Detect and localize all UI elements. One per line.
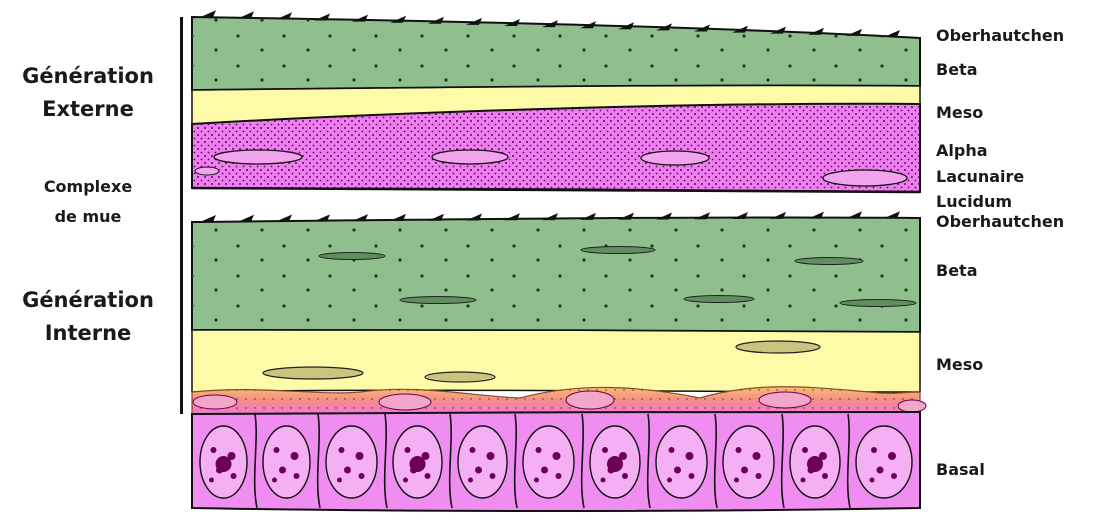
basal-cell-nucleus — [458, 426, 507, 498]
label-outer-meso: Meso — [936, 103, 983, 123]
chromatin-spot — [291, 452, 299, 460]
chromatin-spot — [279, 467, 286, 474]
chromatin-spot — [487, 452, 495, 460]
chromatin-spot — [756, 473, 762, 479]
label-outer-beta: Beta — [936, 60, 978, 80]
basal-cell-nucleus — [656, 426, 707, 498]
label-basal: Basal — [936, 460, 985, 480]
lacuna — [214, 150, 302, 164]
chromatin-spot — [231, 473, 237, 479]
label-outer-alpha: Alpha — [936, 141, 988, 161]
outer-beta-layer — [192, 17, 920, 90]
chromatin-spot — [274, 447, 280, 453]
chromatin-spot — [801, 478, 806, 483]
chromatin-spot — [356, 452, 364, 460]
chromatin-spot — [359, 473, 365, 479]
label-shedding-complex: Complexe de mue — [20, 172, 156, 232]
chromatin-spot — [602, 447, 608, 453]
chromatin-spot — [490, 473, 496, 479]
chromatin-spot — [475, 467, 482, 474]
label-internal-generation: Génération Interne — [12, 284, 164, 350]
chromatin-spot — [410, 456, 426, 472]
chromatin-spot — [553, 452, 561, 460]
chromatin-spot — [607, 456, 623, 472]
basal-cell-nucleus — [856, 426, 912, 498]
basal-cell-nucleus — [326, 426, 377, 498]
chromatin-spot — [891, 473, 897, 479]
basal-cell-nucleus — [523, 426, 574, 498]
inner-beta-layer — [192, 217, 920, 332]
chromatin-spot — [667, 478, 672, 483]
chromatin-spot — [344, 467, 351, 474]
chromatin-spot — [822, 473, 828, 479]
label-external-generation: Génération Externe — [12, 60, 164, 126]
label-lucidum: Lucidum — [936, 192, 1012, 212]
chromatin-spot — [753, 452, 761, 460]
chromatin-spot — [337, 478, 342, 483]
label-outer-oberhautchen: Oberhautchen — [936, 26, 1064, 46]
chromatin-spot — [405, 447, 411, 453]
chromatin-spot — [871, 447, 877, 453]
internal-generation-bracket — [180, 218, 183, 414]
basal-layer — [192, 412, 920, 511]
chromatin-spot — [689, 473, 695, 479]
lacuna — [823, 170, 907, 186]
chromatin-spot — [802, 447, 808, 453]
label-inner-meso: Meso — [936, 355, 983, 375]
chromatin-spot — [686, 452, 694, 460]
basal-cell-nucleus — [263, 426, 310, 498]
chromatin-spot — [272, 478, 277, 483]
chromatin-spot — [734, 478, 739, 483]
chromatin-spot — [601, 478, 606, 483]
chromatin-spot — [870, 478, 875, 483]
chromatin-spot — [403, 478, 408, 483]
chromatin-spot — [211, 447, 217, 453]
inner-meso-layer — [192, 330, 920, 392]
chromatin-spot — [741, 467, 748, 474]
chromatin-spot — [877, 467, 884, 474]
chromatin-spot — [674, 467, 681, 474]
label-inner-oberhautchen: Oberhautchen — [936, 212, 1064, 232]
chromatin-spot — [339, 447, 345, 453]
basal-cell-nucleus — [723, 426, 774, 498]
label-inner-beta: Beta — [936, 261, 978, 281]
chromatin-spot — [669, 447, 675, 453]
lacuna — [641, 151, 709, 165]
chromatin-spot — [294, 473, 300, 479]
chromatin-spot — [468, 478, 473, 483]
chromatin-spot — [541, 467, 548, 474]
chromatin-spot — [534, 478, 539, 483]
chromatin-spot — [556, 473, 562, 479]
chromatin-spot — [216, 456, 232, 472]
chromatin-spot — [807, 456, 823, 472]
chromatin-spot — [736, 447, 742, 453]
lacuna — [195, 167, 219, 175]
label-lacunar: Lacunaire — [936, 167, 1024, 187]
chromatin-spot — [470, 447, 476, 453]
external-generation-bracket — [180, 17, 183, 189]
chromatin-spot — [536, 447, 542, 453]
chromatin-spot — [425, 473, 431, 479]
chromatin-spot — [209, 478, 214, 483]
chromatin-spot — [622, 473, 628, 479]
shedding-complex-bracket — [180, 172, 183, 220]
lacuna — [432, 150, 508, 164]
chromatin-spot — [888, 452, 896, 460]
